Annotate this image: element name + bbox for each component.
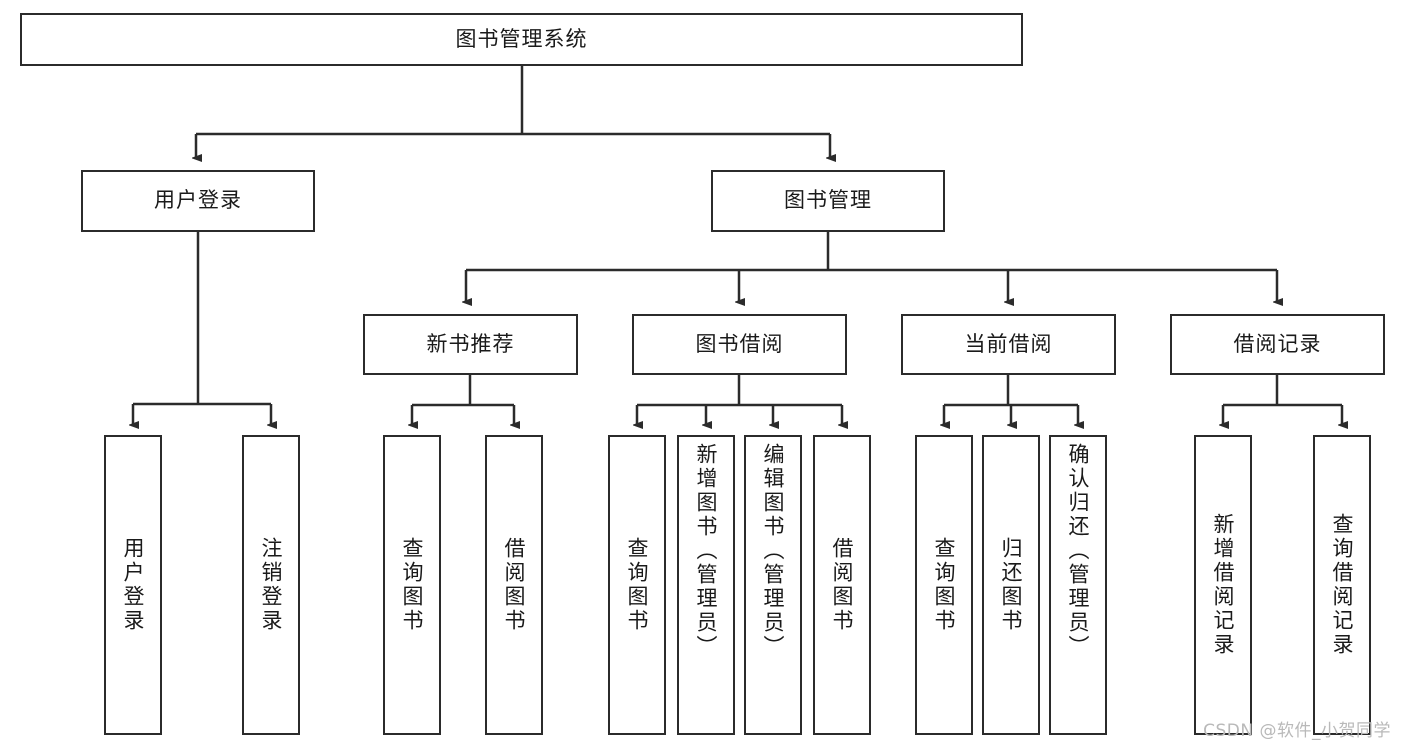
node-label: 借阅图书	[830, 537, 854, 633]
node-label: 图书管理	[784, 188, 872, 213]
leaf-borrow-query-book[interactable]: 查询图书	[608, 435, 666, 735]
node-label: 归还图书	[999, 537, 1023, 633]
leaf-current-query-book[interactable]: 查询图书	[915, 435, 973, 735]
node-label: 编辑图书（管理员）	[761, 443, 785, 659]
node-label: 确认归还（管理员）	[1066, 443, 1090, 659]
node-label: 借阅图书	[502, 537, 526, 633]
node-user-login[interactable]: 用户登录	[81, 170, 315, 232]
node-book-management[interactable]: 图书管理	[711, 170, 945, 232]
leaf-current-return-book[interactable]: 归还图书	[982, 435, 1040, 735]
leaf-borrow-borrow-book[interactable]: 借阅图书	[813, 435, 871, 735]
leaf-current-confirm-return[interactable]: 确认归还（管理员）	[1049, 435, 1107, 735]
leaf-user-login-signout[interactable]: 注销登录	[242, 435, 300, 735]
leaf-record-add-record[interactable]: 新增借阅记录	[1194, 435, 1252, 735]
node-borrow-record[interactable]: 借阅记录	[1170, 314, 1385, 375]
node-label: 新增图书（管理员）	[694, 443, 718, 659]
leaf-record-query-record[interactable]: 查询借阅记录	[1313, 435, 1371, 735]
node-label: 图书管理系统	[455, 26, 588, 51]
node-label: 借阅记录	[1233, 331, 1322, 356]
leaf-user-login-signin[interactable]: 用户登录	[104, 435, 162, 735]
node-book-borrow[interactable]: 图书借阅	[632, 314, 847, 375]
node-label: 查询图书	[400, 537, 424, 633]
node-current-borrow[interactable]: 当前借阅	[901, 314, 1116, 375]
node-label: 用户登录	[121, 537, 145, 633]
node-label: 注销登录	[259, 537, 283, 633]
node-label: 图书借阅	[695, 331, 784, 356]
node-label: 新增借阅记录	[1211, 513, 1235, 657]
node-label: 查询借阅记录	[1330, 513, 1354, 657]
node-label: 查询图书	[625, 537, 649, 633]
leaf-borrow-add-book[interactable]: 新增图书（管理员）	[677, 435, 735, 735]
node-label: 查询图书	[932, 537, 956, 633]
node-label: 当前借阅	[964, 331, 1053, 356]
leaf-recommend-borrow-book[interactable]: 借阅图书	[485, 435, 543, 735]
watermark-text: CSDN @软件_小贺同学	[1203, 721, 1391, 741]
leaf-borrow-edit-book[interactable]: 编辑图书（管理员）	[744, 435, 802, 735]
node-label: 用户登录	[154, 188, 242, 213]
node-label: 新书推荐	[426, 331, 515, 356]
node-root-system[interactable]: 图书管理系统	[20, 13, 1023, 66]
node-new-book-recommend[interactable]: 新书推荐	[363, 314, 578, 375]
leaf-recommend-query-book[interactable]: 查询图书	[383, 435, 441, 735]
